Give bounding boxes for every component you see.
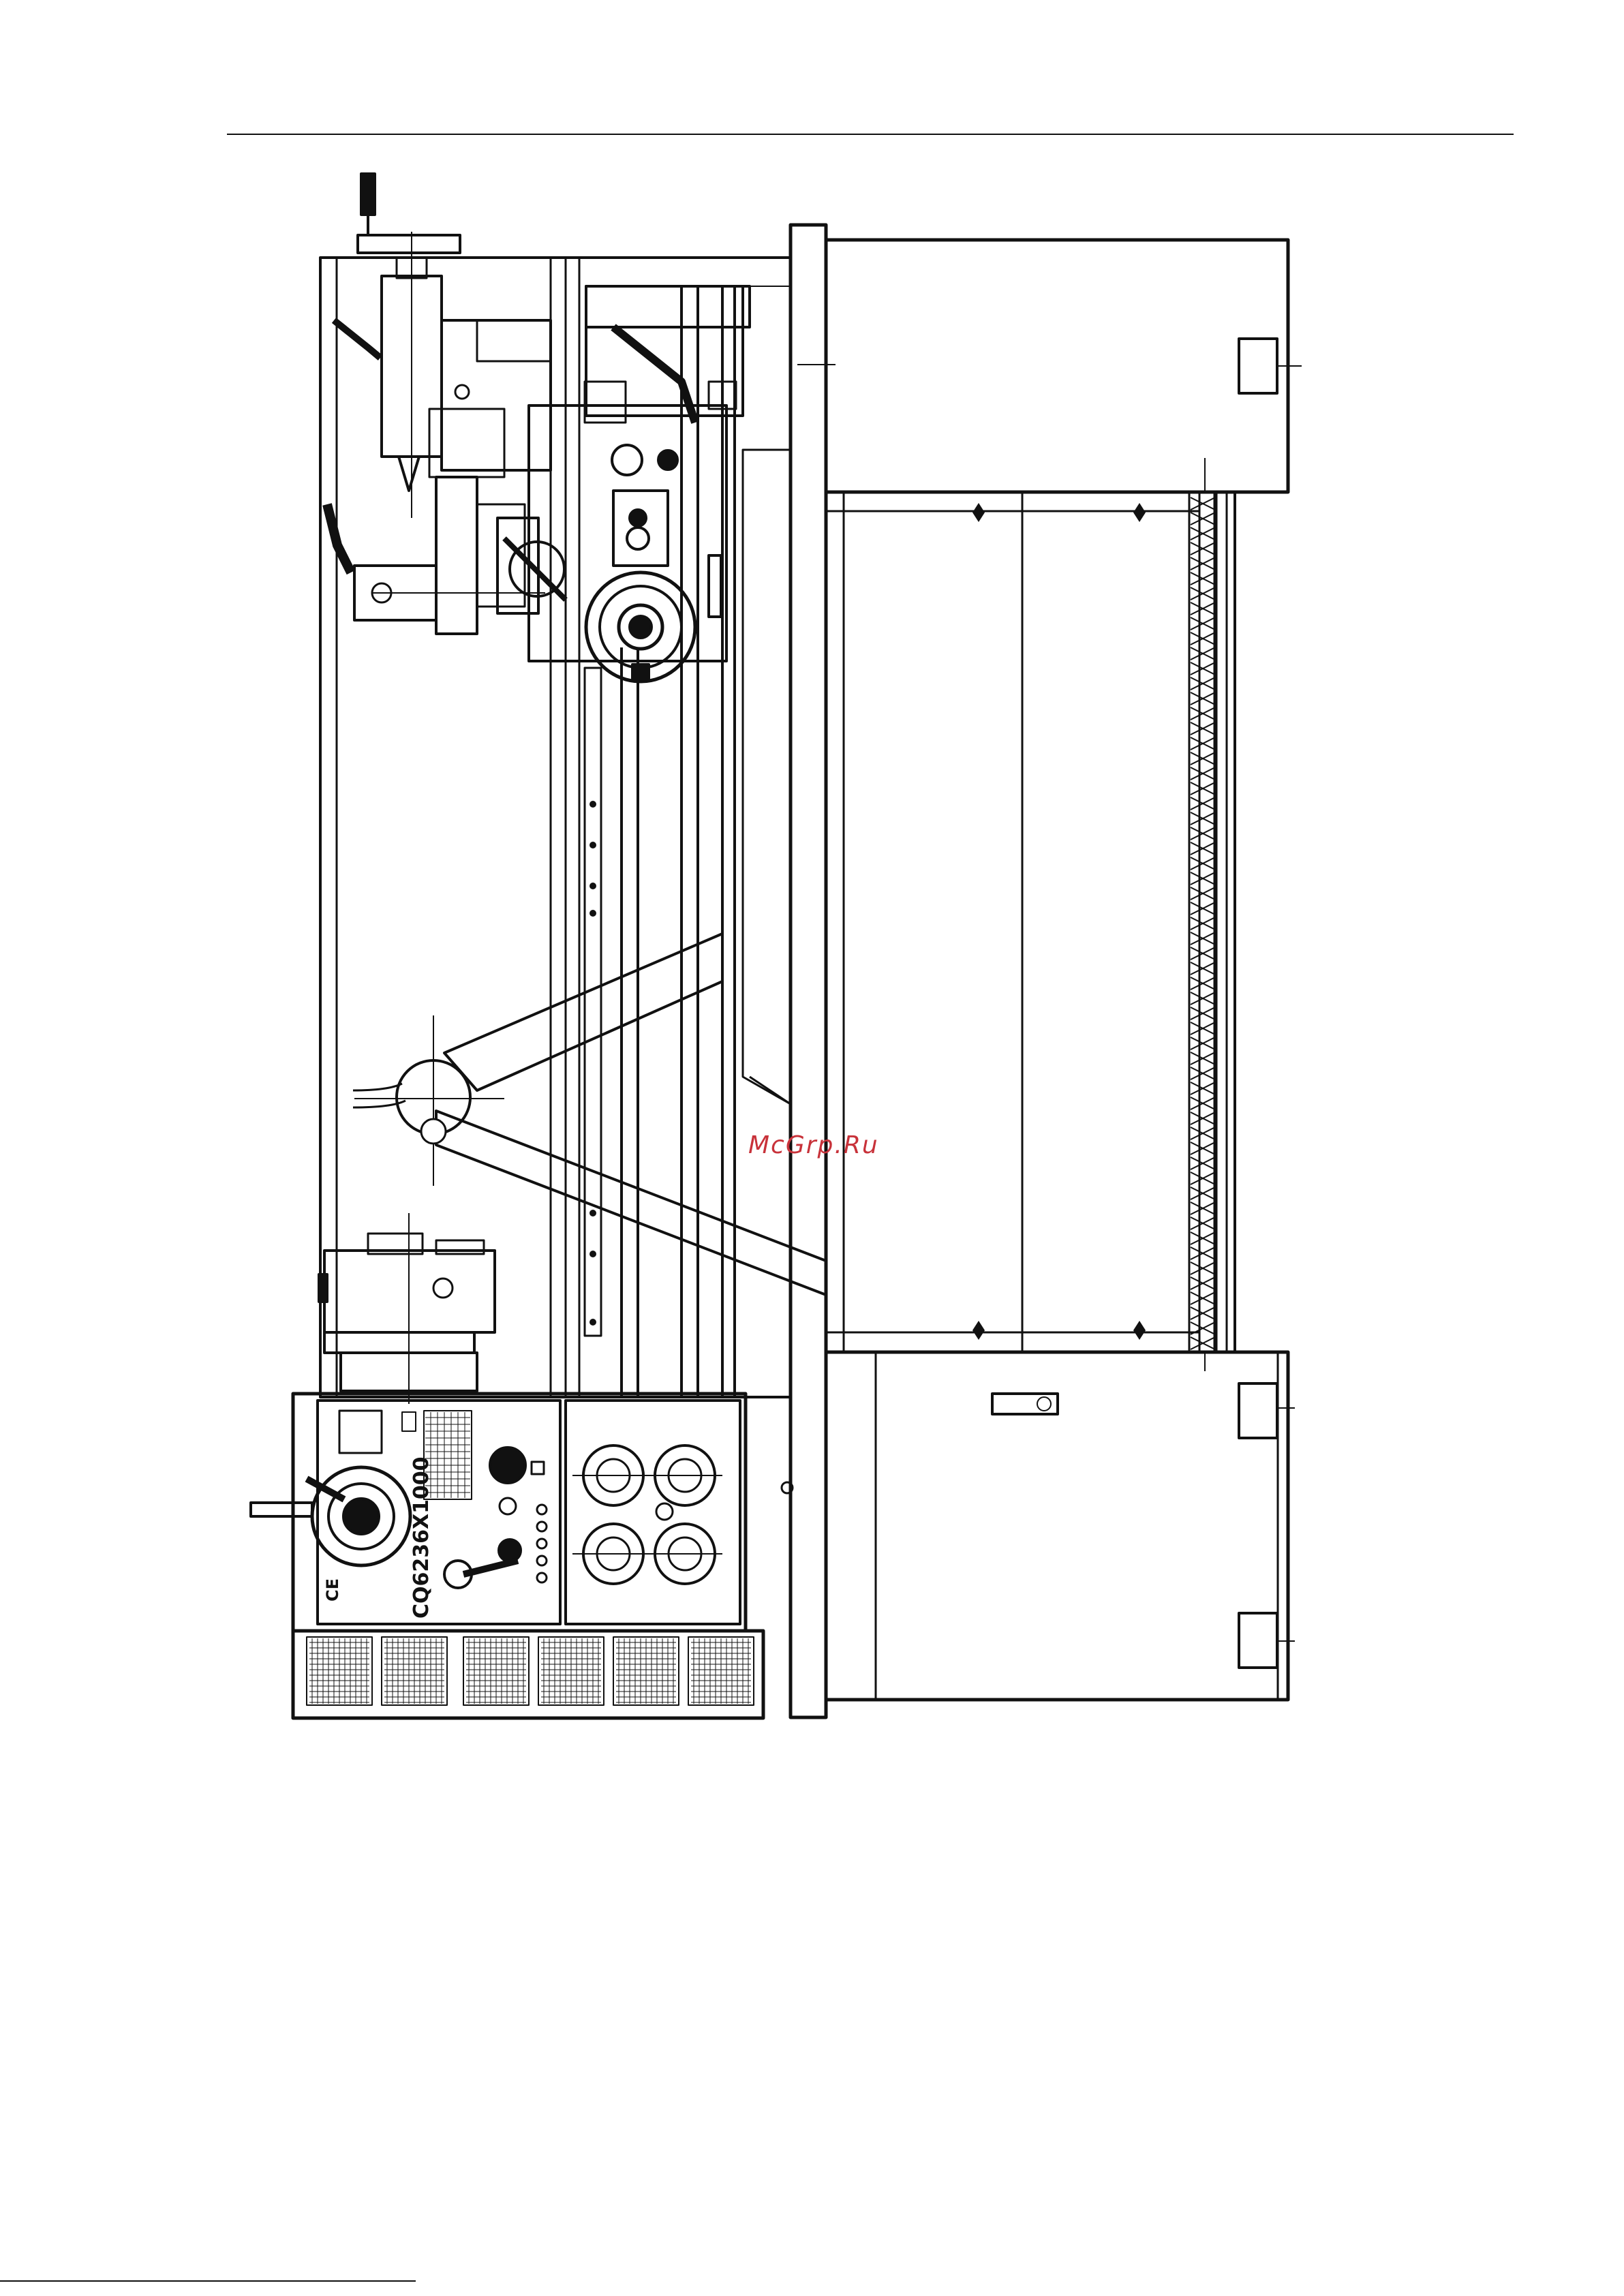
handwheel-lever <box>251 1503 312 1516</box>
rack <box>585 668 601 1336</box>
lathe-bed <box>320 258 826 1397</box>
cross-slide <box>586 286 743 416</box>
watermark: McGrp.Ru <box>748 1131 879 1159</box>
chuck-assembly <box>319 1213 495 1404</box>
rack-marks <box>589 801 596 1326</box>
footer-rule <box>0 2280 416 2282</box>
stand-top-handle <box>1239 339 1277 393</box>
ce-mark: CE <box>323 1578 342 1602</box>
machine-stand <box>791 225 1302 1717</box>
indicator-lights <box>537 1505 547 1582</box>
base-grille <box>293 1631 763 1718</box>
stand-handle-lower <box>1239 1613 1277 1668</box>
chip-tray <box>826 492 1235 1352</box>
stand-vertical-plate <box>791 225 826 1717</box>
model-label: CQ6236X1000 <box>410 1456 433 1619</box>
tailstock-center <box>399 457 419 491</box>
gearbox-panel <box>566 1400 740 1624</box>
stand-handle-upper <box>1239 1383 1277 1438</box>
stand-top-block <box>826 240 1288 492</box>
tailstock-body <box>442 320 551 470</box>
mounting-studs <box>972 503 1146 1340</box>
stand-bottom-latch <box>992 1394 1058 1414</box>
headstock: CQ6236X1000 CE <box>251 1394 793 1631</box>
carriage <box>497 286 791 682</box>
tailstock-handwheel <box>358 235 460 253</box>
tailstock <box>327 174 551 634</box>
bed-outline <box>320 258 791 1397</box>
